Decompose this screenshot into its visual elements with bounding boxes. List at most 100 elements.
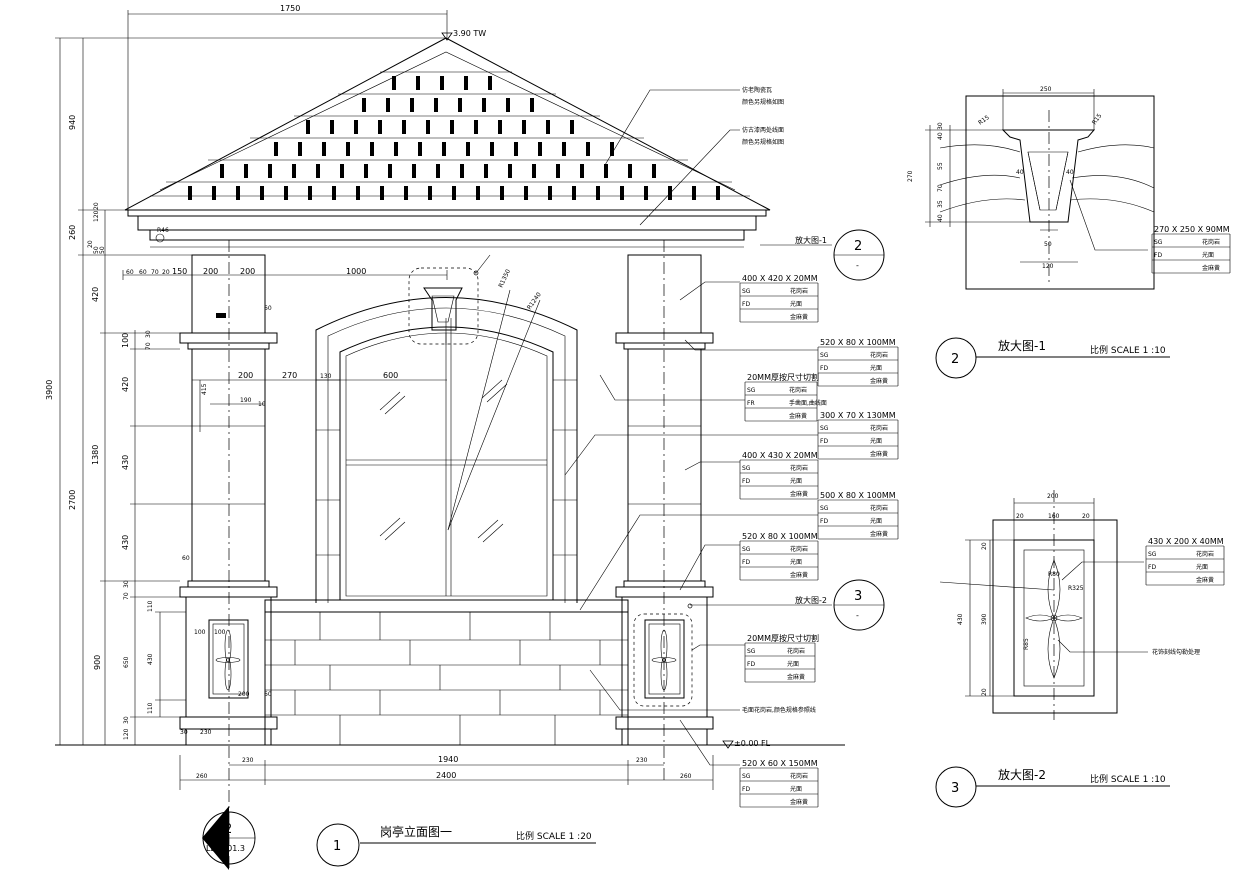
roof-tile-mark xyxy=(506,98,510,112)
spec-table-3-value: 手凿面,曲线面 xyxy=(789,399,827,407)
spec-table-2-code: SG xyxy=(820,352,829,359)
roof-tile-mark xyxy=(460,164,464,178)
roof-tile-mark xyxy=(716,186,720,200)
roof-tile-mark xyxy=(268,164,272,178)
d1-dim-1: 40 xyxy=(937,132,944,140)
roof-tile-mark xyxy=(332,186,336,200)
d2-note: 花饰刻线勾勒处理 xyxy=(1152,648,1200,656)
spec-table-6-value: 金麻黄 xyxy=(870,530,888,538)
spec-table-8-value: 花岗岩 xyxy=(787,647,805,655)
roof-tile-mark xyxy=(434,98,438,112)
roof-tile-mark xyxy=(580,164,584,178)
dim-small-11: 230 xyxy=(200,729,212,736)
dim-col-13: 30 xyxy=(123,716,130,724)
spec-table-9-value: 光面 xyxy=(790,785,802,793)
callout-detail2: 放大图-2 xyxy=(795,595,827,605)
spec-table-2-title: 520 X 80 X 100MM xyxy=(820,338,896,347)
dim-col-10: 30 xyxy=(123,580,130,588)
roof-tile-mark xyxy=(244,164,248,178)
dim-top-8: 1000 xyxy=(346,267,366,276)
cornice-bottom xyxy=(149,229,745,241)
roof-tile-mark xyxy=(604,164,608,178)
dim-small-4: 60 xyxy=(264,305,272,312)
dim-total-2: 2400 xyxy=(436,771,456,780)
dim-left-roof: 940 xyxy=(68,115,77,130)
elevation-marker-icon xyxy=(441,32,453,41)
spec-table-3-title: 20MM厚按尺寸切割 xyxy=(747,372,819,382)
roof-tile-mark xyxy=(596,186,600,200)
roof-tile-mark xyxy=(356,186,360,200)
dim-cornice-3: 20 xyxy=(87,240,94,248)
dim-total-3: 260 xyxy=(680,773,692,780)
cornice-top xyxy=(127,209,767,217)
roof-tile-mark xyxy=(488,76,492,90)
stone-wall xyxy=(264,611,629,746)
d2-spec-value: 光面 xyxy=(1196,563,1208,571)
roof-tile-mark xyxy=(392,76,396,90)
roof-tile-mark xyxy=(440,76,444,90)
dim-win-3: 130 xyxy=(320,373,332,380)
d2-spec-code: FD xyxy=(1148,564,1156,571)
roof-tile-mark xyxy=(236,186,240,200)
d1-dim-8: 40 xyxy=(1066,169,1074,176)
dim-top-5: 150 xyxy=(172,267,187,276)
roof-tile-mark xyxy=(188,186,192,200)
roof-tile-mark xyxy=(394,142,398,156)
dim-top-1: 60 xyxy=(126,269,134,276)
spec-table-7-value: 光面 xyxy=(790,558,802,566)
dim-win-2: 270 xyxy=(282,371,297,380)
detail-1: 250 270 R15 R15 40 30 55 70 40 35 40 40 … xyxy=(907,86,1155,290)
d2-spec-code: SG xyxy=(1148,551,1157,558)
dim-col-3: 70 xyxy=(145,342,152,350)
roof-tile-mark xyxy=(370,142,374,156)
d1-title: 放大图-1 xyxy=(998,338,1046,353)
d1-dim-7: 40 xyxy=(1016,169,1024,176)
roof-tile-mark xyxy=(404,186,408,200)
roof-tile-mark xyxy=(452,186,456,200)
d1-scale: 比例 SCALE 1 :10 xyxy=(1090,344,1166,356)
detail-bubble-2: 2 - xyxy=(833,229,885,281)
roof-tile-mark xyxy=(500,186,504,200)
spec-table-4-code: SG xyxy=(820,425,829,432)
roof-tile-mark xyxy=(610,142,614,156)
roof-tile-mark xyxy=(418,142,422,156)
roof-tile-mark xyxy=(378,120,382,134)
roof-tile-marks xyxy=(188,76,720,200)
dim-base-1: 110 xyxy=(147,600,154,612)
d1-spec-value: 光面 xyxy=(1202,251,1214,259)
keystone xyxy=(423,287,463,331)
dim-small-6: 100 xyxy=(194,629,206,636)
vent-flower-left xyxy=(215,629,241,691)
roof-tile-mark xyxy=(522,120,526,134)
callout-roof-tile-2: 颜色另规格如图 xyxy=(742,98,784,106)
dim-small-3: 10 xyxy=(258,401,266,408)
main-scale: 比例 SCALE 1 :20 xyxy=(516,830,592,842)
spec-table-1-code: FD xyxy=(742,301,750,308)
roof-tile-mark xyxy=(586,142,590,156)
d2-title: 放大图-2 xyxy=(998,767,1046,782)
roof-tile-mark xyxy=(220,164,224,178)
roof-tile-mark xyxy=(212,186,216,200)
spec-table-8-code: SG xyxy=(747,648,756,655)
spec-table-5-title: 400 X 430 X 20MM xyxy=(742,451,818,460)
d1-dim-4: 70 xyxy=(937,184,944,192)
d2-dim-5: 390 xyxy=(981,613,988,625)
roof-tile-mark xyxy=(524,186,528,200)
spec-table-7-code: FD xyxy=(742,559,750,566)
dim-cornice-1: 120 xyxy=(93,210,100,222)
spec-table-6-value: 光面 xyxy=(870,517,882,525)
dim-small-5: 60 xyxy=(182,555,190,562)
spec-table-5-value: 光面 xyxy=(790,477,802,485)
ground-elev-label: ±0.00 FL xyxy=(734,739,771,748)
spec-table-9-code: SG xyxy=(742,773,751,780)
roof-tile-mark xyxy=(436,164,440,178)
